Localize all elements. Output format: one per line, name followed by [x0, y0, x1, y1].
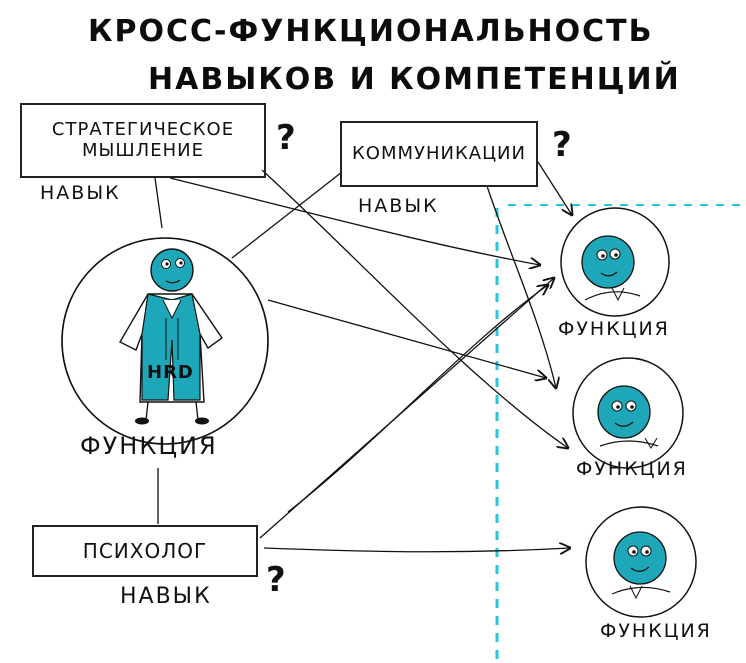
- question-mark-communication: ?: [552, 125, 572, 165]
- arrow-strategic-to-func-top: [169, 177, 540, 265]
- face-right-bottom: [613, 531, 667, 585]
- function-right-top-caption: Функция: [558, 318, 670, 340]
- face-right-top: [581, 235, 635, 289]
- hrd-badge: HRD: [147, 362, 194, 383]
- skill-caption-strategic: навык: [40, 182, 121, 204]
- arrow-main-to-func-top-b: [287, 285, 548, 513]
- function-right-middle-caption: Функция: [576, 458, 688, 480]
- function-right-bottom: [585, 506, 697, 618]
- function-right-middle: [572, 357, 684, 469]
- function-main-caption: Функция: [80, 432, 218, 460]
- function-main-circle: [61, 237, 269, 445]
- skill-caption-communication: навык: [358, 195, 439, 217]
- link-main-to-comm: [231, 171, 343, 259]
- arrow-comm-to-func-mid: [486, 185, 556, 388]
- question-mark-strategic: ?: [276, 118, 296, 158]
- function-right-top: [560, 207, 670, 317]
- connector-lines: [154, 161, 572, 552]
- hrd-face: [150, 248, 194, 292]
- function-right-bottom-caption: Функция: [600, 620, 712, 642]
- function-group-dashed-border: [495, 204, 746, 660]
- question-mark-psychologist: ?: [266, 560, 286, 600]
- skill-box-strategic-thinking: Стратегическое мышление: [20, 103, 266, 178]
- title-line-1: Кросс-функциональность: [88, 14, 654, 49]
- arrow-psych-to-func-bottom: [263, 548, 570, 552]
- function-main: [61, 237, 269, 445]
- skill-box-psychologist: Психолог: [32, 525, 258, 577]
- skill-caption-psychologist: навык: [120, 584, 212, 609]
- hrd-jacket: [141, 293, 201, 401]
- arrow-main-to-func-top: [267, 299, 546, 378]
- skill-box-communication: Коммуникации: [340, 121, 538, 187]
- title-line-2: навыков и компетенций: [148, 62, 681, 97]
- arrow-strategic-to-func-mid: [261, 169, 568, 448]
- arrow-comm-to-func-top: [537, 161, 572, 215]
- link-strategic-to-main: [154, 177, 163, 229]
- face-right-middle: [597, 385, 651, 439]
